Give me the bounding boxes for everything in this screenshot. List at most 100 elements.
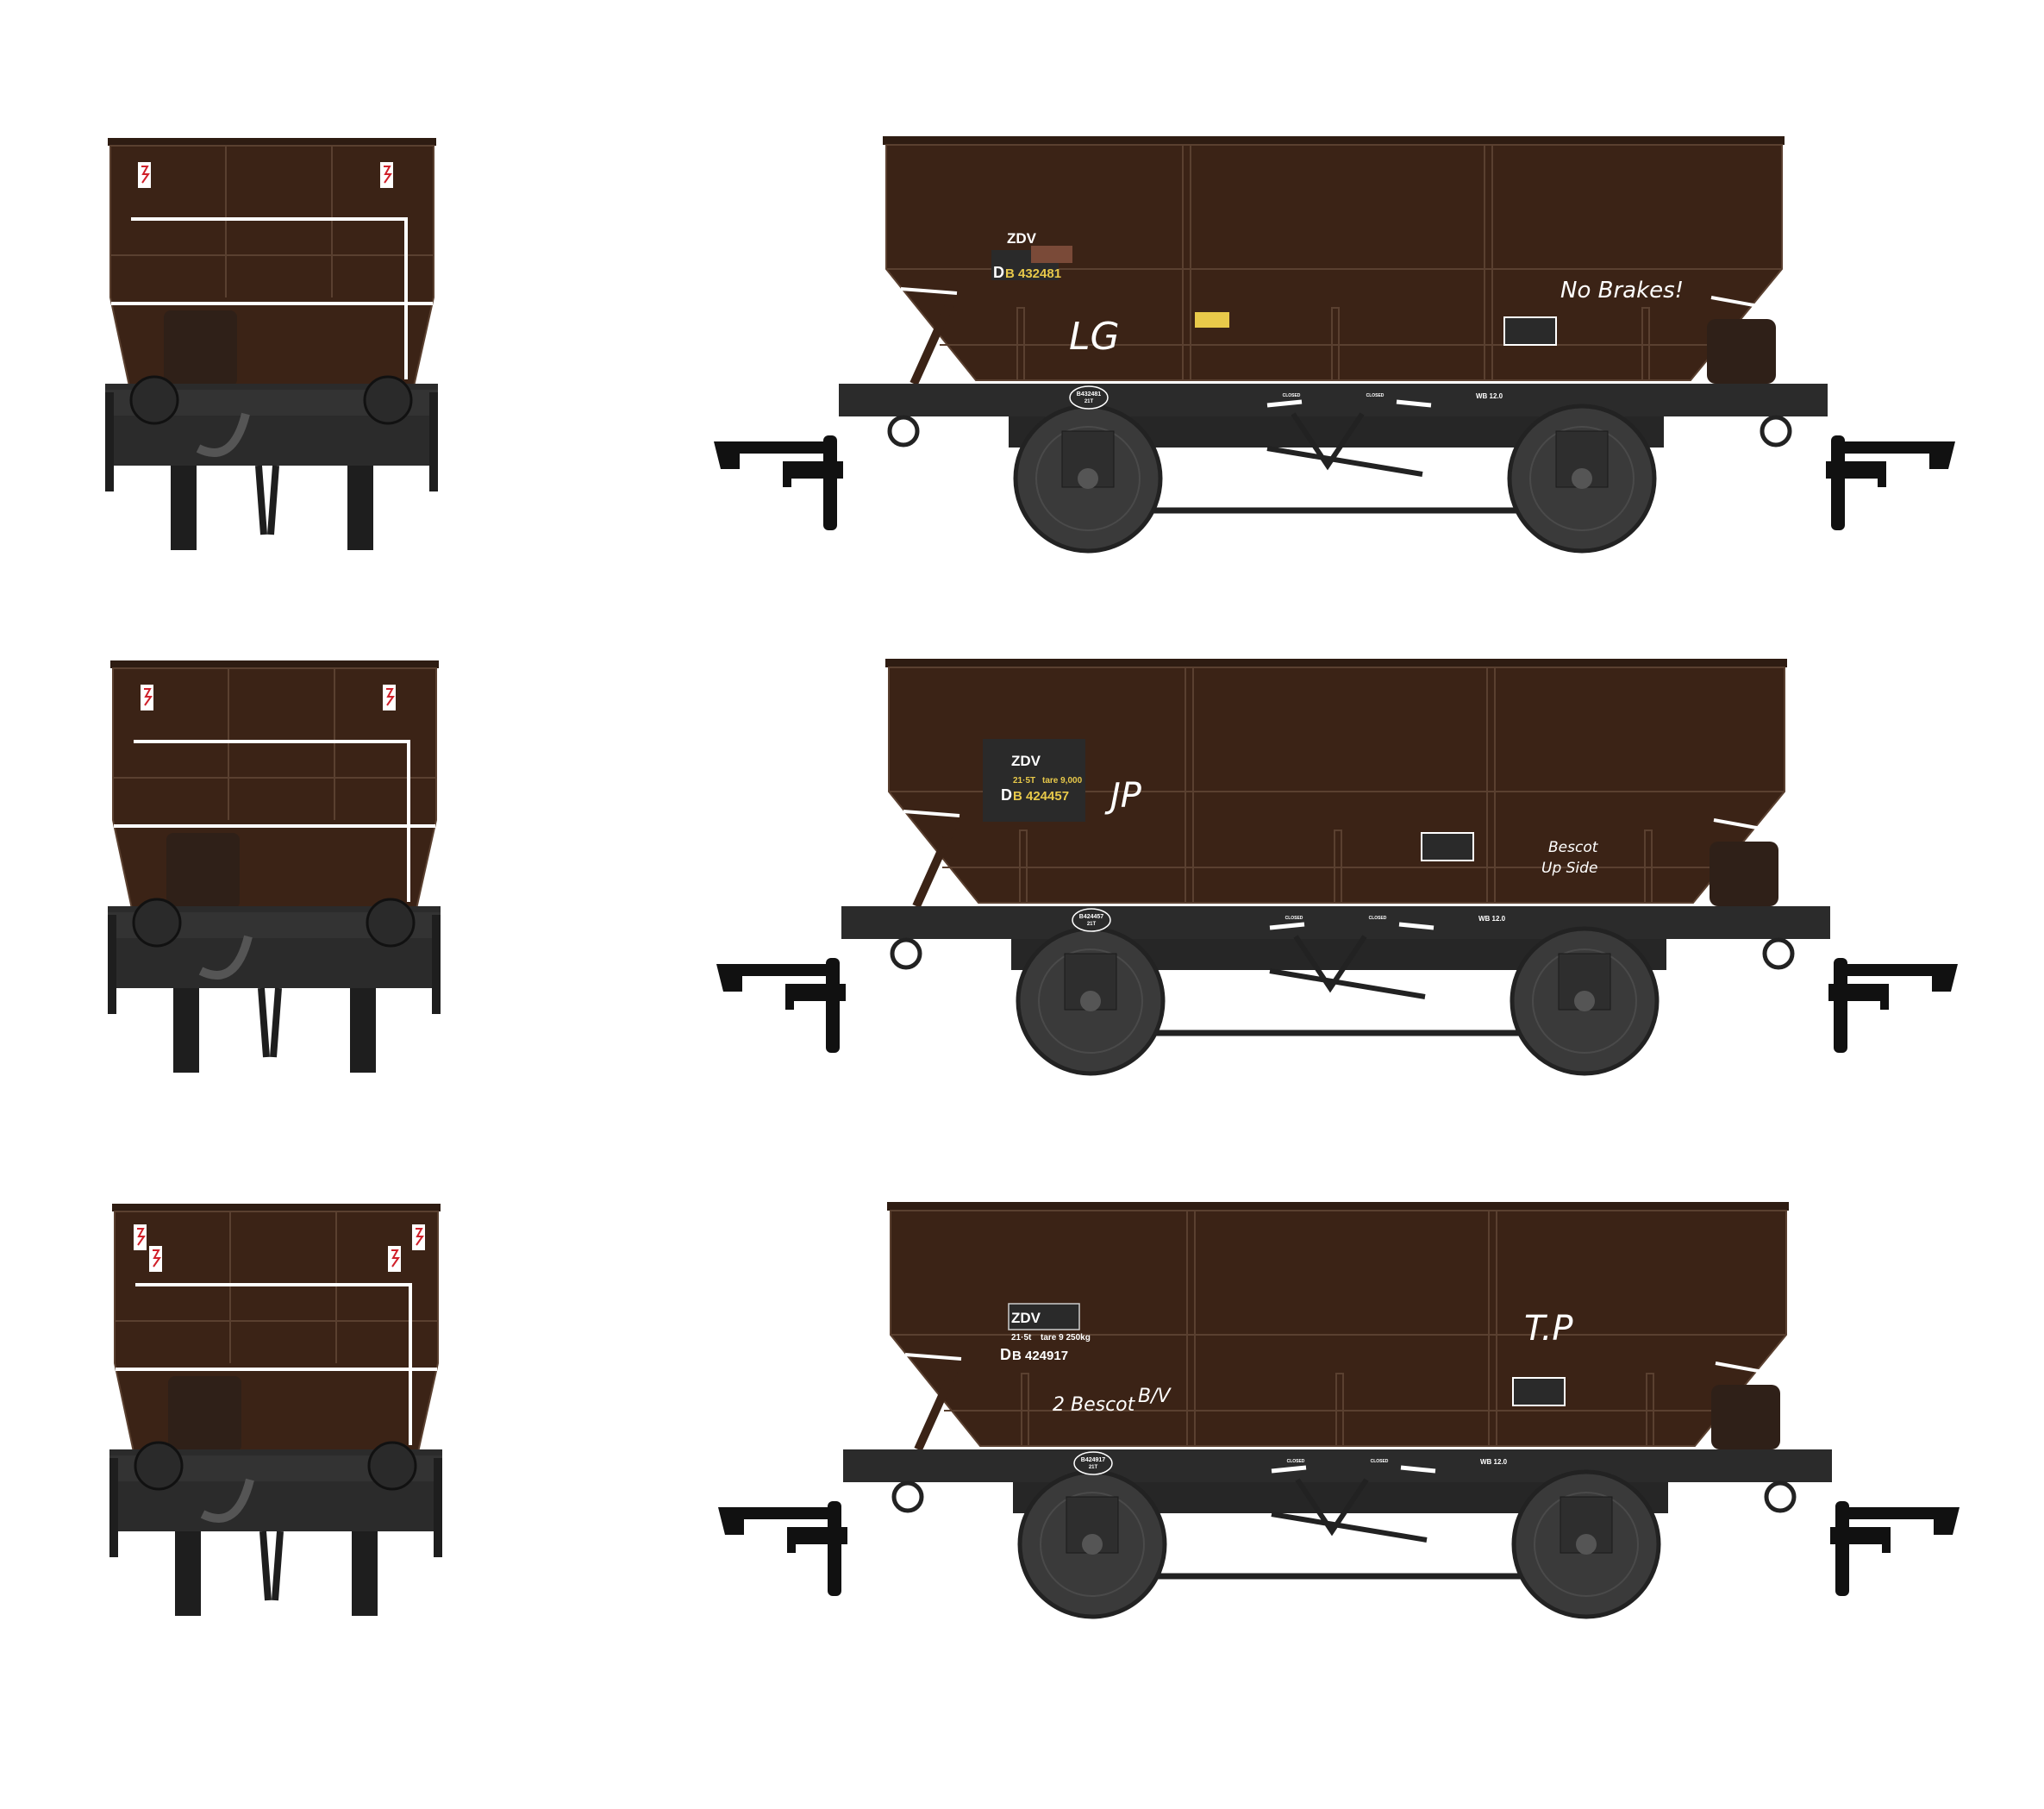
electrification-warning-icon xyxy=(153,1249,161,1268)
electrification-warning-icon xyxy=(144,688,153,706)
buffer-head xyxy=(363,375,413,425)
coupling-link xyxy=(259,1530,284,1601)
electrification-warning-icon xyxy=(141,166,150,184)
axle-hub xyxy=(1078,468,1098,489)
stanchion xyxy=(1335,1373,1344,1447)
code-box xyxy=(1008,1303,1080,1330)
tare-weight: tare 9 250kg xyxy=(1041,1333,1091,1343)
wheel-rim xyxy=(1040,1492,1145,1597)
handrail xyxy=(114,740,435,902)
door-lever xyxy=(1271,1465,1436,1474)
number-plate xyxy=(1072,908,1111,932)
yellow-label xyxy=(1195,312,1229,328)
door-lever xyxy=(1269,922,1435,930)
handrail xyxy=(1713,818,1762,830)
handrail xyxy=(1710,296,1760,308)
end-stanchion xyxy=(429,392,438,491)
brake-wheel xyxy=(890,937,922,970)
door-linkage xyxy=(1266,412,1423,477)
handrail xyxy=(903,810,960,817)
brake-wheel xyxy=(1760,415,1792,448)
buffer-head xyxy=(366,898,416,948)
stanchion xyxy=(1641,307,1650,381)
electrification-warning-icon xyxy=(384,166,392,184)
brake-wheel xyxy=(887,415,920,448)
electrification-warning-icon xyxy=(137,1228,146,1246)
coupling-link xyxy=(255,465,279,535)
tops-code: ZDV xyxy=(1007,230,1037,247)
stanchion xyxy=(1019,829,1028,904)
wagon-end-view xyxy=(108,660,441,1073)
door-linkage xyxy=(1269,935,1426,999)
top-rim xyxy=(108,138,436,146)
electrification-warning-icon xyxy=(391,1249,400,1268)
tops-code: ZDV xyxy=(1011,1310,1041,1326)
end-stanchion xyxy=(105,392,114,491)
top-rim xyxy=(885,659,1787,667)
solebar xyxy=(843,1449,1832,1482)
load-rating: 21·5T xyxy=(1013,776,1035,786)
number-panel xyxy=(983,739,1085,822)
stanchion xyxy=(1646,1373,1654,1447)
buffer-head xyxy=(129,375,179,425)
wheel-profile xyxy=(171,466,197,550)
brake-lever xyxy=(826,958,840,1053)
brake-pipe xyxy=(196,412,250,457)
axle-hub xyxy=(1574,991,1595,1011)
plate-number: B424917 xyxy=(1081,1457,1106,1463)
electrification-warning-icon xyxy=(416,1228,424,1246)
brake-lever xyxy=(828,1501,841,1596)
brake-pipe xyxy=(198,935,253,980)
solebar xyxy=(839,384,1828,416)
door-closed-label: CLOSED xyxy=(1371,1459,1389,1464)
end-stanchion xyxy=(109,1458,118,1557)
wagon-end-view xyxy=(109,1204,442,1616)
wagon-end-view xyxy=(105,138,438,550)
brake-cylinder xyxy=(166,833,240,909)
brake-lever xyxy=(1831,435,1845,530)
end-stanchion xyxy=(434,1458,442,1557)
wheel-rim xyxy=(1534,1492,1639,1597)
tare-weight: tare 9,000 xyxy=(1042,776,1083,786)
load-rating: 21·5t xyxy=(1011,1333,1032,1343)
wheel-rim xyxy=(1035,426,1141,531)
wheel-profile xyxy=(175,1531,201,1616)
brake-cylinder xyxy=(1707,319,1776,384)
door-lever xyxy=(1266,399,1432,408)
stanchion xyxy=(1644,829,1653,904)
number-prefix: D xyxy=(1000,1346,1011,1363)
top-rim xyxy=(887,1202,1789,1211)
door-linkage xyxy=(1271,1478,1428,1543)
wheel-rim xyxy=(1038,948,1143,1054)
chalk-graffiti: LG xyxy=(1069,315,1120,359)
wheelbase-label: WB 12.0 xyxy=(1476,392,1503,400)
buffer-head xyxy=(134,1441,184,1491)
number-prefix: D xyxy=(1001,786,1012,804)
diagonal-brace xyxy=(914,1361,961,1452)
wheel-rim xyxy=(1529,426,1635,531)
door-closed-label: CLOSED xyxy=(1285,916,1303,921)
axle-hub xyxy=(1572,468,1592,489)
door-closed-label: CLOSED xyxy=(1287,1459,1305,1464)
coupling-hook xyxy=(716,964,837,992)
brake-lever xyxy=(823,435,837,530)
door-closed-label: CLOSED xyxy=(1366,393,1385,398)
solebar xyxy=(841,906,1830,939)
brake-cylinder xyxy=(1710,842,1778,906)
top-rim xyxy=(110,660,439,668)
stanchion xyxy=(1021,1373,1029,1447)
coupling-link xyxy=(258,987,282,1058)
brake-lever xyxy=(1835,1501,1849,1596)
brake-wheel xyxy=(1762,937,1795,970)
brake-wheel xyxy=(891,1480,924,1513)
handrail xyxy=(1715,1361,1764,1374)
wagon-number: B 432481 xyxy=(1005,266,1061,281)
tops-code: ZDV xyxy=(1011,753,1041,769)
